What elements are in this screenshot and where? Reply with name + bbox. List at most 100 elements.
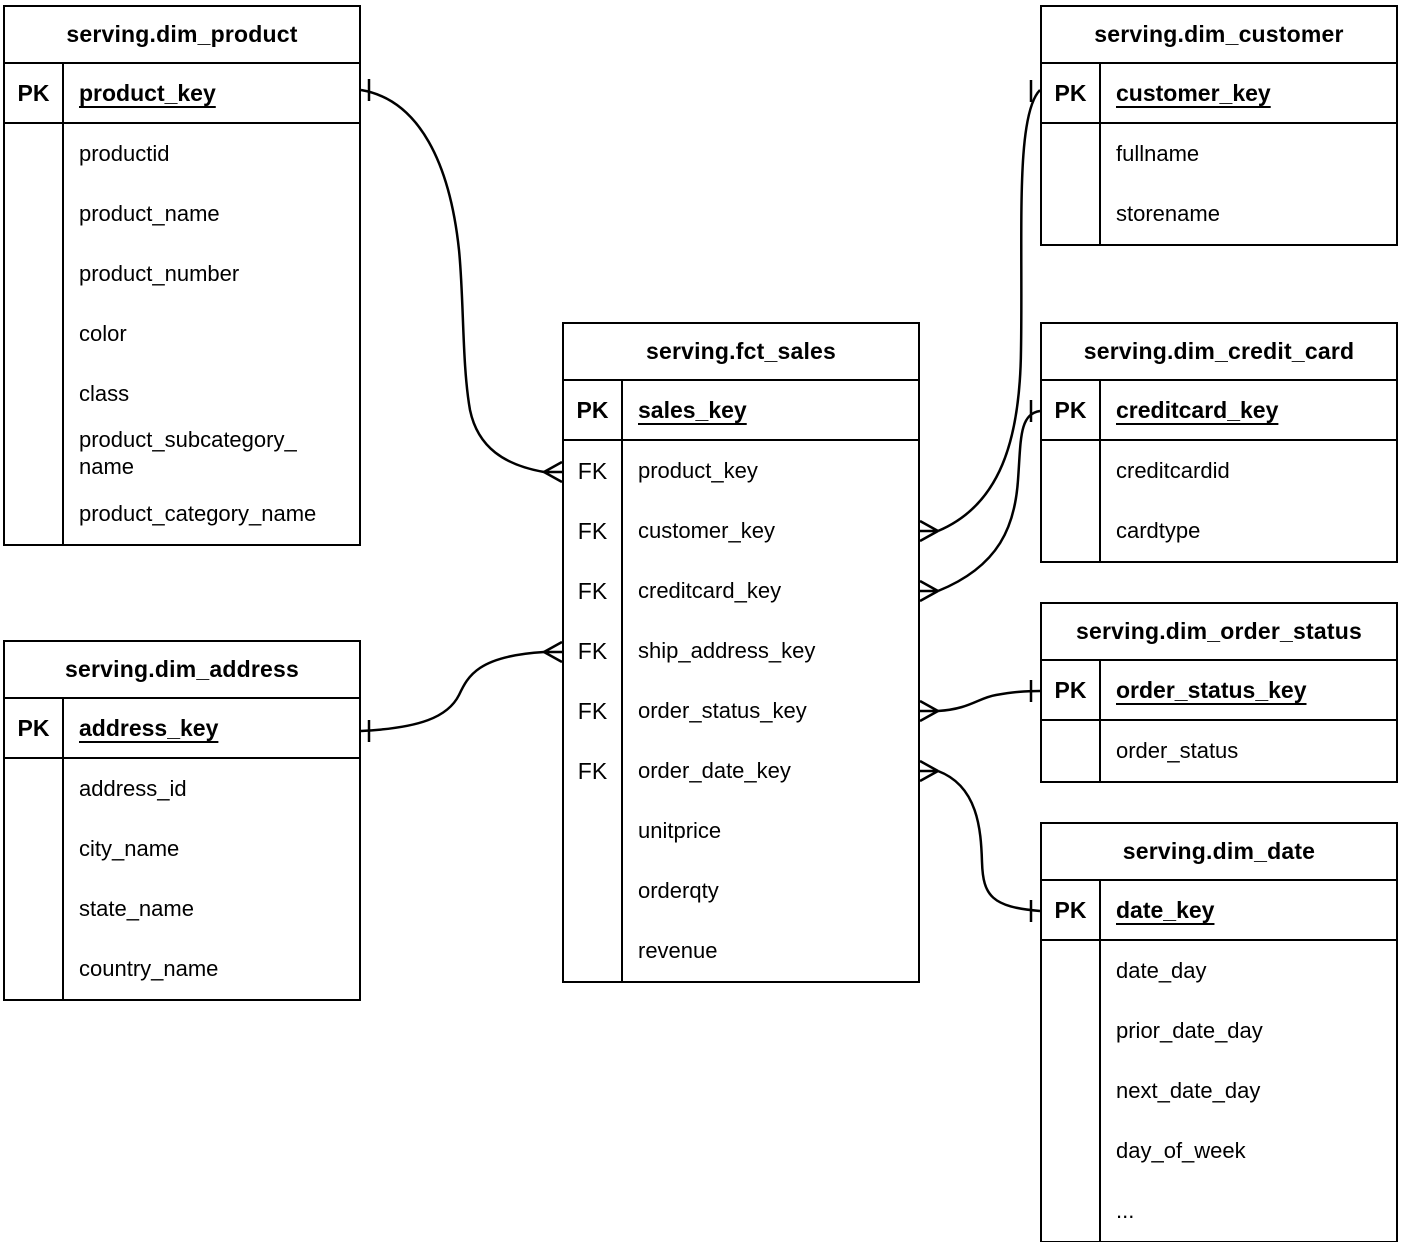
field-row: ... (1042, 1181, 1396, 1241)
field-name: customer_key (638, 517, 775, 543)
table-dim-customer[interactable]: serving.dim_customer PK customer_key ful… (1040, 5, 1398, 246)
key-badge (5, 304, 64, 364)
relationship-product (360, 79, 563, 484)
field-name: creditcardid (1116, 457, 1230, 483)
table-title: serving.dim_order_status (1042, 604, 1396, 661)
pk-row: PK customer_key (1042, 64, 1396, 124)
field-row: orderqty (564, 861, 918, 921)
key-badge (1042, 124, 1101, 184)
field-name: storename (1116, 200, 1220, 226)
key-badge (1042, 1121, 1101, 1181)
fk-badge: FK (564, 501, 623, 561)
field-row: day_of_week (1042, 1121, 1396, 1181)
field-name: fullname (1116, 140, 1200, 166)
pk-row: PK date_key (1042, 881, 1396, 941)
field-row: FK creditcard_key (564, 561, 918, 621)
field-row: creditcardid (1042, 441, 1396, 501)
field-name: ship_address_key (638, 637, 816, 663)
relationship-creditcard (919, 400, 1041, 603)
pk-row: PK order_status_key (1042, 661, 1396, 721)
field-name: orderqty (638, 877, 719, 903)
many-crows-foot-icon (919, 759, 939, 783)
field-name: city_name (79, 835, 180, 861)
field-row: fullname (1042, 124, 1396, 184)
field-name: day_of_week (1116, 1137, 1246, 1163)
field-row: order_status (1042, 721, 1396, 781)
key-badge (5, 759, 64, 819)
key-badge (5, 879, 64, 939)
field-row: product_subcategory_ name (5, 424, 359, 484)
field-row: product_category_name (5, 484, 359, 544)
field-name: order_date_key (638, 757, 791, 783)
pk-badge: PK (1042, 381, 1101, 439)
field-row: prior_date_day (1042, 1001, 1396, 1061)
field-name: class (79, 380, 130, 406)
field-name: product_name (79, 200, 220, 226)
key-badge (5, 364, 64, 424)
key-badge (1042, 441, 1101, 501)
field-row: address_id (5, 759, 359, 819)
fk-badge: FK (564, 441, 623, 501)
table-fct-sales[interactable]: serving.fct_sales PK sales_key FK produc… (562, 322, 920, 983)
table-title: serving.dim_product (5, 7, 359, 64)
fk-badge: FK (564, 621, 623, 681)
pk-field: product_key (79, 79, 216, 106)
key-badge (1042, 501, 1101, 561)
field-name: next_date_day (1116, 1077, 1261, 1103)
key-badge (1042, 184, 1101, 244)
field-row: revenue (564, 921, 918, 981)
field-row: city_name (5, 819, 359, 879)
field-row: next_date_day (1042, 1061, 1396, 1121)
key-badge (5, 184, 64, 244)
pk-row: PK sales_key (564, 381, 918, 441)
key-badge (5, 819, 64, 879)
key-badge (1042, 721, 1101, 781)
field-row: FK order_status_key (564, 681, 918, 741)
relationship-line (360, 88, 545, 474)
field-row: cardtype (1042, 501, 1396, 561)
key-badge (5, 939, 64, 999)
field-name: unitprice (638, 817, 722, 843)
table-dim-date[interactable]: serving.dim_date PK date_key date_day pr… (1040, 822, 1398, 1242)
field-name: product_key (638, 457, 758, 483)
many-crows-foot-icon (919, 699, 939, 723)
pk-row: PK creditcard_key (1042, 381, 1396, 441)
field-row: date_day (1042, 941, 1396, 1001)
field-name: address_id (79, 775, 187, 801)
key-badge (1042, 1061, 1101, 1121)
field-name: ... (1116, 1197, 1135, 1223)
pk-row: PK address_key (5, 699, 359, 759)
pk-badge: PK (1042, 881, 1101, 939)
pk-field: date_key (1116, 896, 1215, 923)
table-dim-credit-card[interactable]: serving.dim_credit_card PK creditcard_ke… (1040, 322, 1398, 563)
field-row: unitprice (564, 801, 918, 861)
field-name: cardtype (1116, 517, 1201, 543)
field-row: FK order_date_key (564, 741, 918, 801)
field-row: FK product_key (564, 441, 918, 501)
pk-badge: PK (564, 381, 623, 439)
table-title: serving.fct_sales (564, 324, 918, 381)
field-name: order_status (1116, 737, 1239, 763)
pk-field: address_key (79, 714, 219, 741)
field-name: product_category_name (79, 500, 317, 526)
field-row: class (5, 364, 359, 424)
pk-field: sales_key (638, 396, 747, 423)
field-name: country_name (79, 955, 219, 981)
key-badge (1042, 941, 1101, 1001)
field-row: productid (5, 124, 359, 184)
table-dim-product[interactable]: serving.dim_product PK product_key produ… (3, 5, 361, 546)
relationship-line (937, 89, 1041, 533)
pk-field: order_status_key (1116, 676, 1307, 703)
field-row: color (5, 304, 359, 364)
key-badge (1042, 1181, 1101, 1241)
field-name: color (79, 320, 127, 346)
table-title: serving.dim_address (5, 642, 359, 699)
field-row: state_name (5, 879, 359, 939)
key-badge (564, 861, 623, 921)
key-badge (564, 921, 623, 981)
table-dim-address[interactable]: serving.dim_address PK address_key addre… (3, 640, 361, 1001)
table-dim-order-status[interactable]: serving.dim_order_status PK order_status… (1040, 602, 1398, 783)
pk-badge: PK (1042, 64, 1101, 122)
